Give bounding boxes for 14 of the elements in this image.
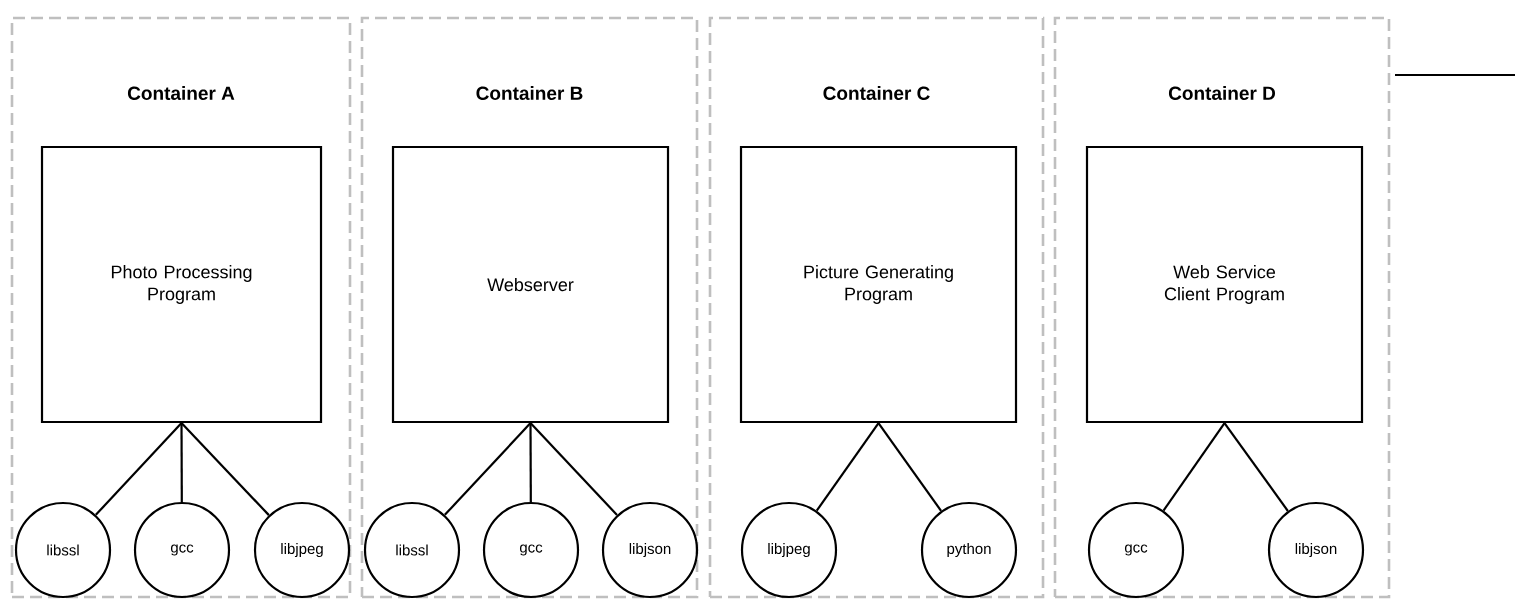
connector-line — [529, 423, 532, 502]
connector-line — [444, 422, 532, 516]
connector-line — [180, 423, 183, 502]
connector-line — [95, 422, 183, 516]
program-box: Photo Processing Program — [40, 145, 323, 424]
program-box: Webserver — [391, 145, 670, 424]
connector-line — [815, 422, 880, 512]
connector-line — [180, 422, 270, 516]
connector-line — [877, 422, 942, 512]
program-box: Web Service Client Program — [1085, 145, 1364, 424]
program-box: Picture Generating Program — [739, 145, 1018, 424]
connector-line — [1223, 422, 1289, 512]
connector-line — [1162, 422, 1226, 512]
connector-line — [529, 422, 618, 516]
